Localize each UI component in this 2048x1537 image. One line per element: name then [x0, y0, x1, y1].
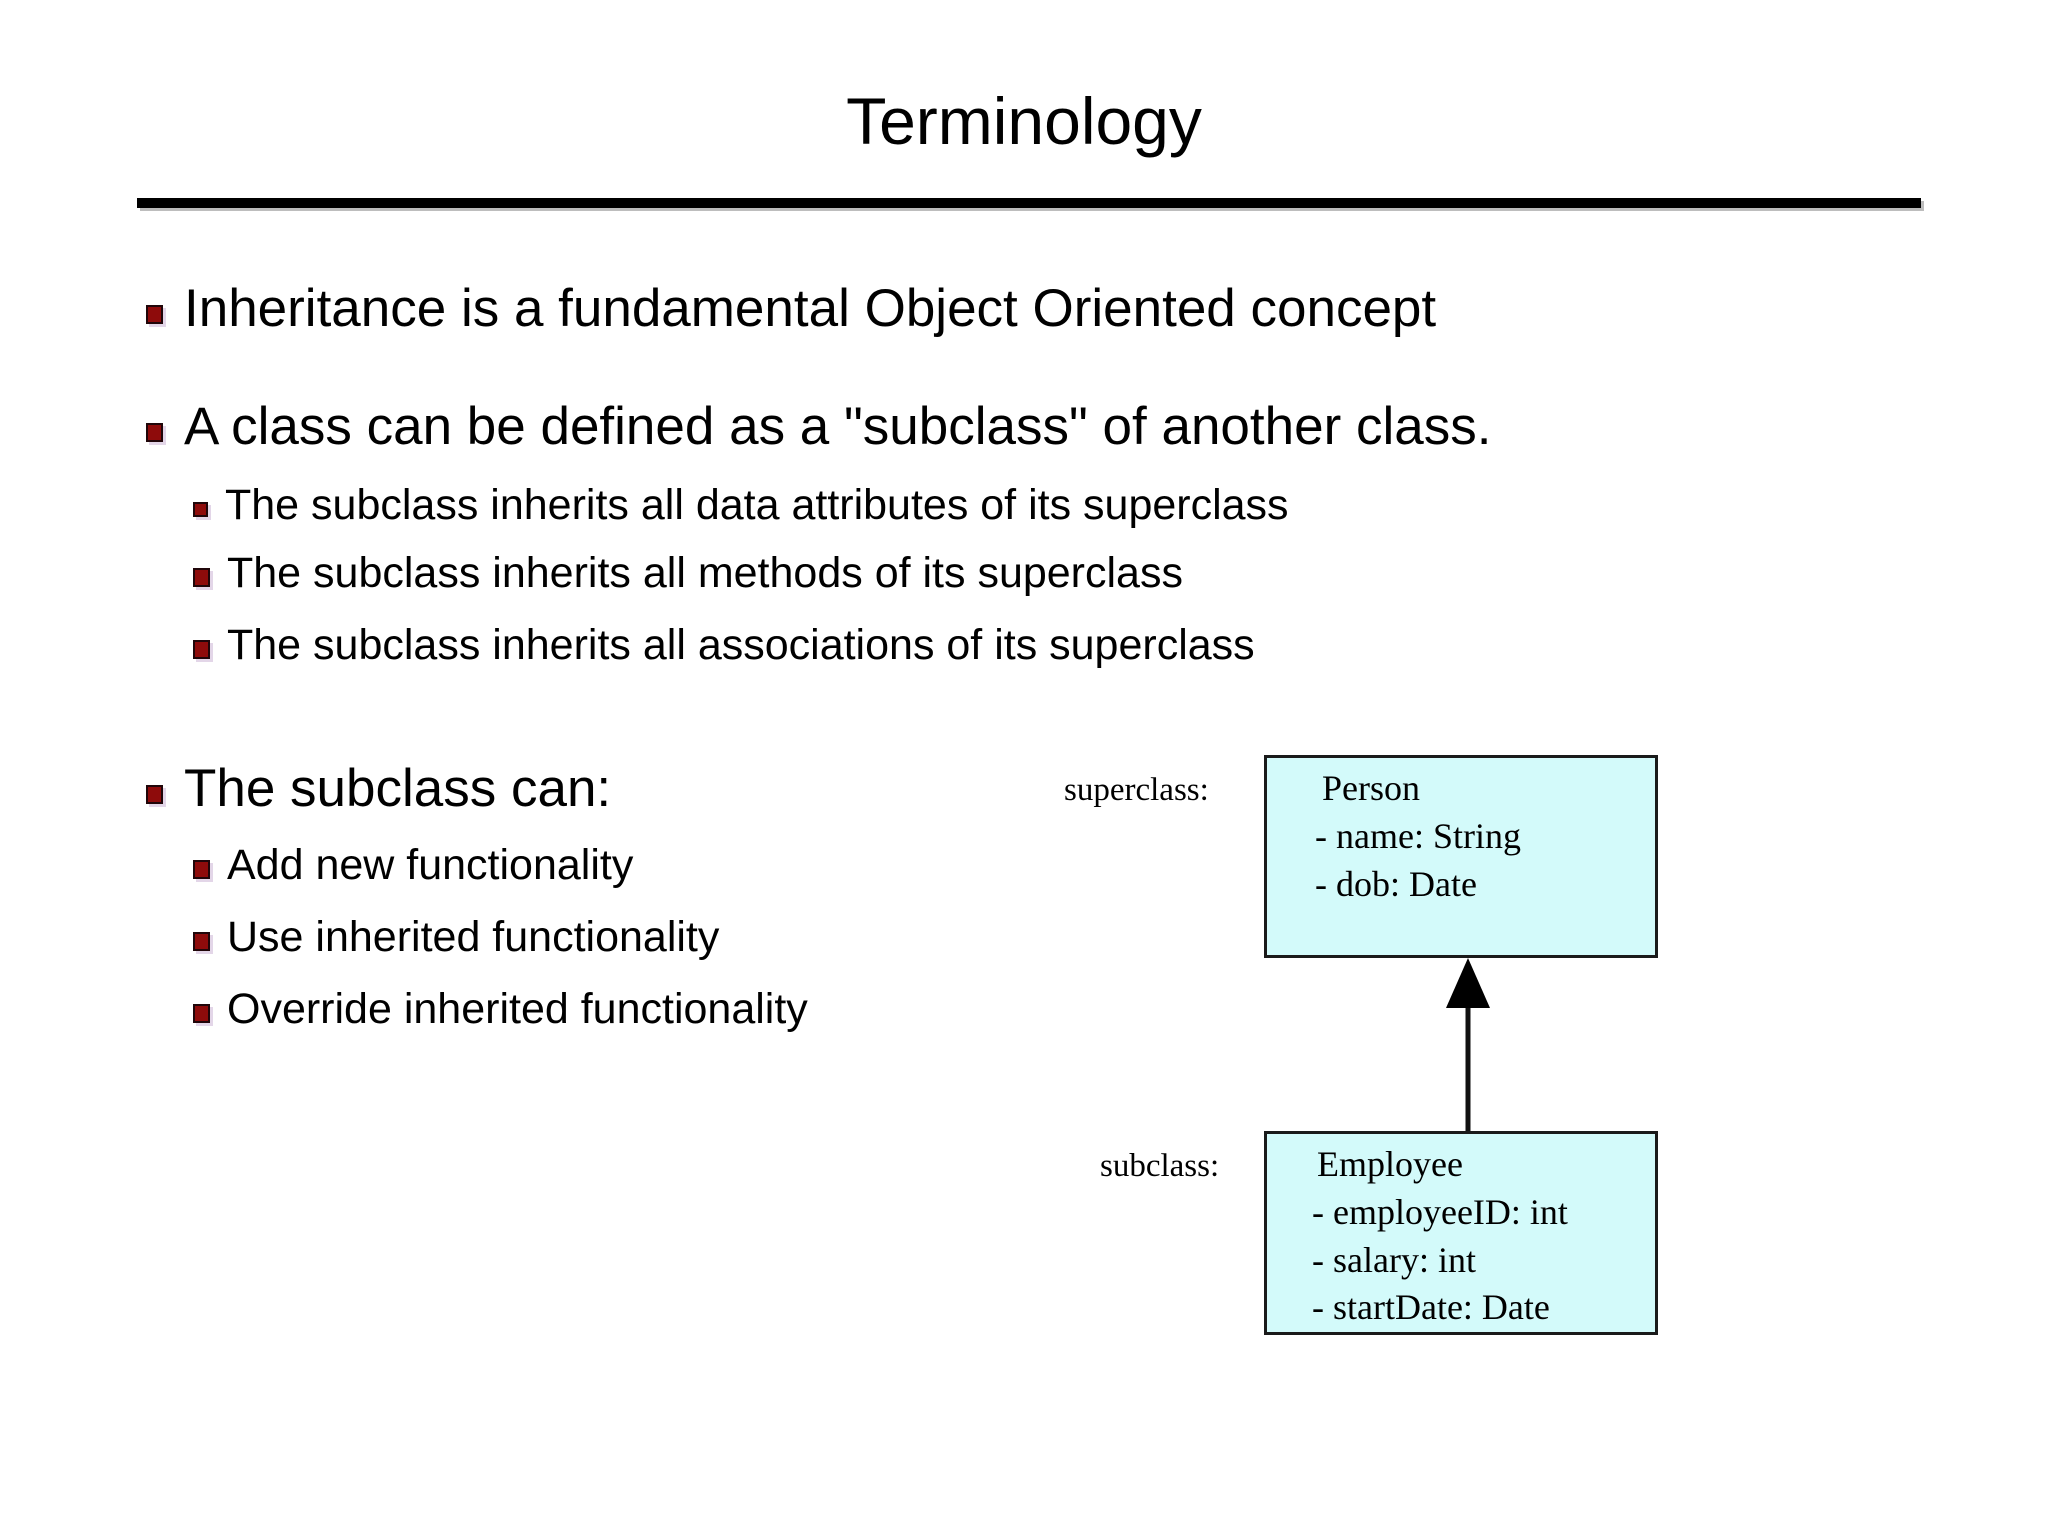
uml-class-attribute: - startDate: Date	[1312, 1287, 1550, 1328]
bullet-item: A class can be defined as a "subclass" o…	[146, 400, 1491, 453]
bullet-item: Override inherited functionality	[193, 988, 808, 1031]
bullet-text: The subclass inherits all data attribute…	[225, 481, 1289, 529]
uml-class-attribute: - dob: Date	[1315, 863, 1477, 904]
bullet-text: Inheritance is a fundamental Object Orie…	[184, 279, 1437, 338]
bullet-item: The subclass inherits all methods of its…	[193, 552, 1183, 595]
bullet-marker-icon	[193, 932, 210, 951]
bullet-item: The subclass inherits all data attribute…	[193, 484, 1289, 527]
bullet-marker-icon	[193, 640, 210, 659]
bullet-text: Use inherited functionality	[227, 913, 720, 961]
uml-class-attribute: - name: String	[1315, 815, 1521, 856]
bullet-marker-icon	[146, 305, 163, 324]
uml-class-name: Employee	[1317, 1144, 1463, 1184]
subclass-label: subclass:	[1100, 1148, 1220, 1184]
inheritance-arrow-icon	[1438, 958, 1498, 1133]
uml-class-attribute: - employeeID: int	[1312, 1191, 1568, 1232]
bullet-item: Use inherited functionality	[193, 916, 719, 959]
bullet-marker-icon	[146, 423, 163, 442]
bullet-marker-icon	[193, 860, 210, 879]
bullet-marker-icon	[193, 1004, 210, 1023]
page-title: Terminology	[846, 84, 1202, 158]
uml-class-name: Person	[1322, 768, 1420, 808]
bullet-text: Add new functionality	[227, 841, 634, 889]
bullet-item: The subclass inherits all associations o…	[193, 624, 1255, 667]
uml-class-box-superclass: Person - name: String - dob: Date	[1264, 755, 1658, 958]
uml-class-attribute: - salary: int	[1312, 1239, 1476, 1280]
bullet-marker-icon	[193, 502, 208, 517]
bullet-text: The subclass inherits all associations o…	[227, 621, 1255, 669]
bullet-marker-icon	[146, 785, 163, 804]
bullet-marker-icon	[193, 568, 210, 587]
superclass-label: superclass:	[1064, 772, 1209, 808]
bullet-item: Inheritance is a fundamental Object Orie…	[146, 282, 1436, 335]
title-underline-rule	[137, 198, 1921, 208]
inheritance-arrow-svg	[1446, 958, 1490, 1133]
bullet-item: The subclass can:	[146, 762, 611, 815]
bullet-text: The subclass inherits all methods of its…	[227, 549, 1183, 597]
uml-class-box-subclass: Employee - employeeID: int - salary: int…	[1264, 1131, 1658, 1335]
bullet-text: The subclass can:	[184, 759, 612, 818]
bullet-item: Add new functionality	[193, 844, 633, 887]
bullet-text: A class can be defined as a "subclass" o…	[184, 397, 1492, 456]
bullet-text: Override inherited functionality	[227, 985, 808, 1033]
